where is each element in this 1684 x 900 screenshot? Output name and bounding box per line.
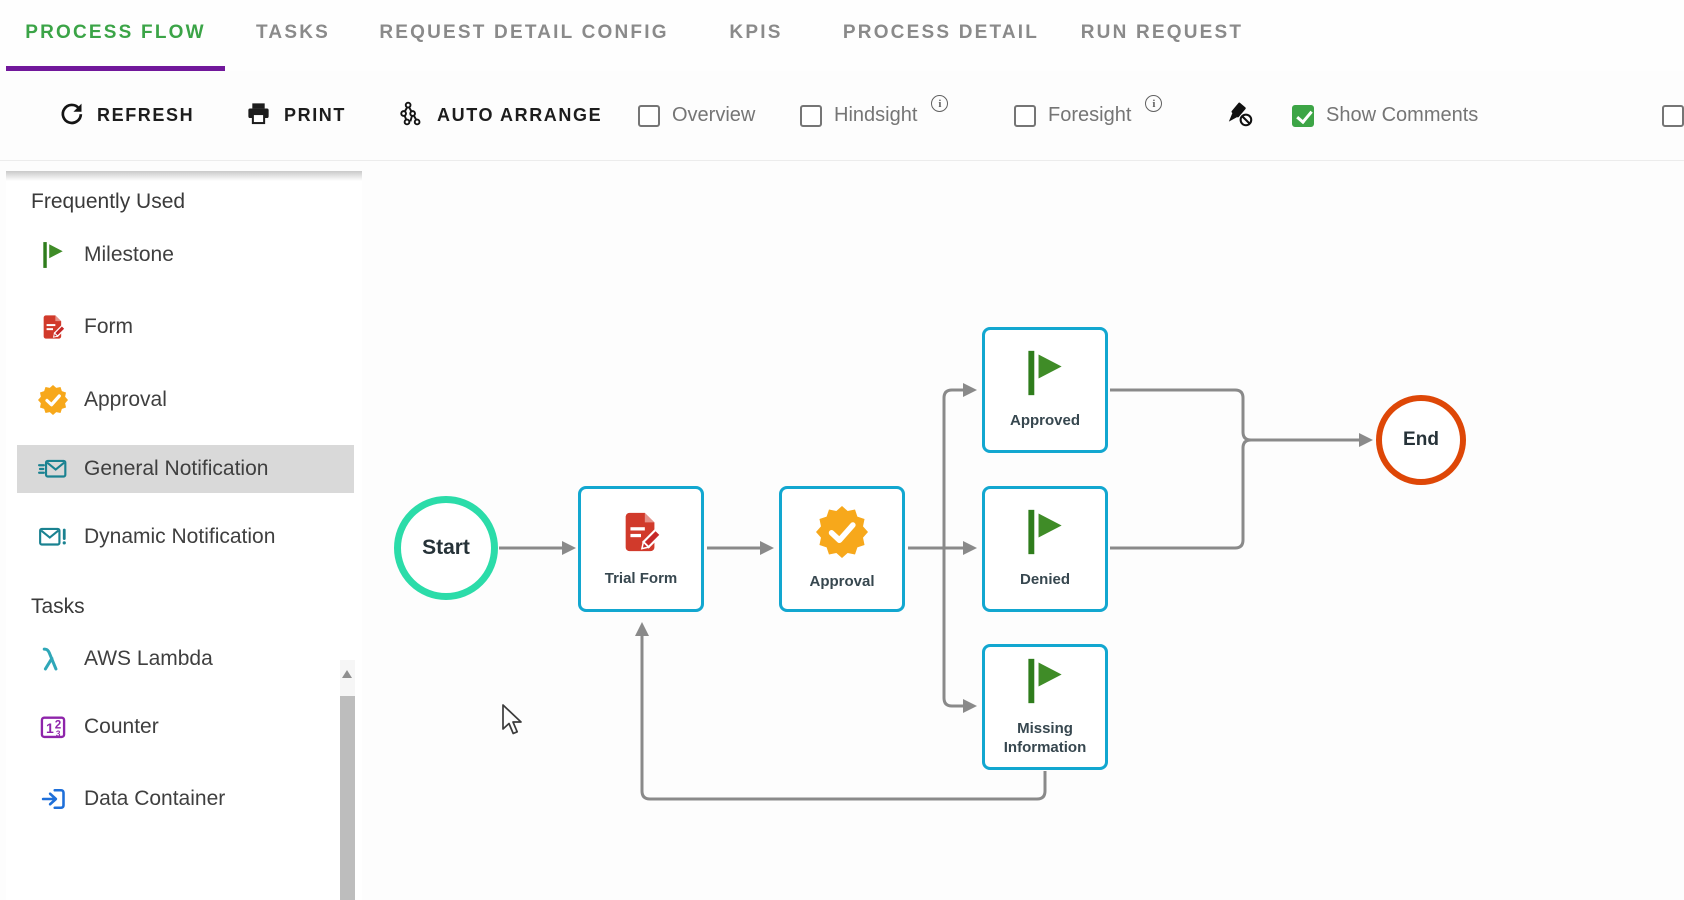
end-label: End bbox=[1403, 429, 1439, 450]
palette-item-label: Milestone bbox=[84, 243, 174, 266]
approval-badge-icon bbox=[816, 506, 868, 563]
foresight-label: Foresight bbox=[1048, 104, 1132, 126]
tab-request-detail-config[interactable]: REQUEST DETAIL CONFIG bbox=[379, 22, 669, 43]
tab-kpis[interactable]: KPIS bbox=[729, 22, 783, 43]
foresight-info-icon[interactable]: i bbox=[1145, 95, 1163, 112]
foresight-toggle[interactable]: Foresight i bbox=[1014, 71, 1163, 160]
palette-item-milestone[interactable]: Milestone bbox=[17, 231, 354, 279]
auto-arrange-button[interactable]: AUTO ARRANGE bbox=[398, 71, 602, 160]
foresight-checkbox[interactable] bbox=[1014, 104, 1036, 127]
refresh-label: REFRESH bbox=[97, 105, 195, 125]
auto-arrange-label: AUTO ARRANGE bbox=[437, 105, 603, 125]
overview-toggle[interactable]: Overview bbox=[638, 71, 755, 160]
flow-node-trial-form[interactable]: Trial Form bbox=[578, 486, 704, 612]
highlighter-off-icon bbox=[1224, 98, 1254, 133]
refresh-icon bbox=[58, 100, 85, 132]
mouse-cursor bbox=[502, 704, 522, 735]
flag-icon bbox=[1021, 349, 1069, 402]
print-button[interactable]: PRINT bbox=[245, 71, 346, 160]
palette-item-label: Form bbox=[84, 315, 133, 338]
approval-badge-icon bbox=[38, 385, 68, 415]
counter-icon: 1 2 3 bbox=[38, 712, 68, 742]
palette-item-data-container[interactable]: Data Container bbox=[17, 775, 354, 823]
general-notification-icon bbox=[38, 454, 68, 484]
palette-item-label: Data Container bbox=[84, 787, 226, 810]
dynamic-notification-icon bbox=[38, 522, 68, 552]
lambda-icon bbox=[38, 644, 68, 674]
toolbar-divider bbox=[0, 160, 1684, 161]
highlighter-off-button[interactable] bbox=[1224, 71, 1254, 160]
node-label: Approved bbox=[1009, 412, 1080, 430]
palette-item-dynamic-notification[interactable]: Dynamic Notification bbox=[17, 513, 354, 561]
palette-item-form[interactable]: Form bbox=[17, 303, 354, 351]
auto-arrange-icon bbox=[398, 100, 425, 132]
svg-text:3: 3 bbox=[56, 729, 61, 738]
hindsight-label: Hindsight bbox=[834, 104, 918, 126]
scrollbar-thumb[interactable] bbox=[340, 696, 355, 900]
overview-label: Overview bbox=[672, 104, 756, 126]
tab-bar: PROCESS FLOW TASKS REQUEST DETAIL CONFIG… bbox=[0, 0, 1684, 71]
node-label: Missing Information bbox=[1003, 719, 1087, 756]
show-comments-checkbox[interactable] bbox=[1292, 104, 1314, 127]
scrollbar-up-arrow[interactable] bbox=[342, 670, 352, 678]
refresh-button[interactable]: REFRESH bbox=[58, 71, 194, 160]
node-label: Denied bbox=[1019, 571, 1070, 589]
hindsight-checkbox[interactable] bbox=[800, 104, 822, 127]
overview-checkbox[interactable] bbox=[638, 104, 660, 127]
flow-node-end[interactable]: End bbox=[1376, 395, 1466, 485]
sidebar-scrollbar[interactable] bbox=[340, 660, 355, 900]
active-tab-underline bbox=[6, 66, 225, 71]
svg-text:1: 1 bbox=[46, 720, 54, 736]
palette-item-label: AWS Lambda bbox=[84, 647, 213, 670]
tab-process-detail[interactable]: PROCESS DETAIL bbox=[842, 22, 1040, 43]
tab-tasks[interactable]: TASKS bbox=[256, 22, 330, 43]
print-label: PRINT bbox=[284, 105, 346, 125]
palette-item-approval[interactable]: Approval bbox=[17, 376, 354, 424]
tab-run-request[interactable]: RUN REQUEST bbox=[1080, 22, 1244, 43]
palette-item-counter[interactable]: 1 2 3 Counter bbox=[17, 703, 354, 751]
node-label: Approval bbox=[809, 573, 875, 591]
section-frequently-used: Frequently Used bbox=[31, 190, 186, 213]
svg-text:2: 2 bbox=[55, 719, 62, 732]
flow-node-denied[interactable]: Denied bbox=[982, 486, 1108, 612]
tab-process-flow[interactable]: PROCESS FLOW bbox=[25, 22, 206, 43]
flow-node-start[interactable]: Start bbox=[394, 496, 498, 600]
flow-node-approval[interactable]: Approval bbox=[779, 486, 905, 612]
clipped-toggle[interactable] bbox=[1662, 71, 1684, 160]
flag-icon bbox=[38, 240, 68, 270]
flag-icon bbox=[1021, 657, 1069, 710]
palette-item-label: Approval bbox=[84, 388, 167, 411]
flow-node-missing-information[interactable]: Missing Information bbox=[982, 644, 1108, 770]
palette-item-aws-lambda[interactable]: AWS Lambda bbox=[17, 635, 354, 683]
form-icon bbox=[618, 509, 664, 560]
palette-item-general-notification[interactable]: General Notification bbox=[17, 445, 354, 493]
node-label: Trial Form bbox=[604, 570, 678, 588]
show-comments-label: Show Comments bbox=[1326, 104, 1479, 126]
show-comments-toggle[interactable]: Show Comments bbox=[1292, 71, 1478, 160]
palette-item-label: Dynamic Notification bbox=[84, 525, 276, 548]
hindsight-info-icon[interactable]: i bbox=[931, 95, 949, 112]
hindsight-toggle[interactable]: Hindsight i bbox=[800, 71, 949, 160]
clipped-checkbox[interactable] bbox=[1662, 104, 1684, 127]
palette-item-label: Counter bbox=[84, 715, 159, 738]
print-icon bbox=[245, 100, 272, 132]
palette-item-label: General Notification bbox=[84, 457, 269, 480]
start-label: Start bbox=[422, 536, 470, 559]
section-tasks: Tasks bbox=[31, 595, 85, 618]
shape-palette: Frequently Used Milestone Form Approval bbox=[6, 171, 362, 900]
form-icon bbox=[38, 312, 68, 342]
flag-icon bbox=[1021, 508, 1069, 561]
flow-node-approved[interactable]: Approved bbox=[982, 327, 1108, 453]
toolbar: REFRESH PRINT AUTO ARRANGE Overview Hind… bbox=[0, 71, 1684, 160]
data-container-icon bbox=[38, 784, 68, 814]
